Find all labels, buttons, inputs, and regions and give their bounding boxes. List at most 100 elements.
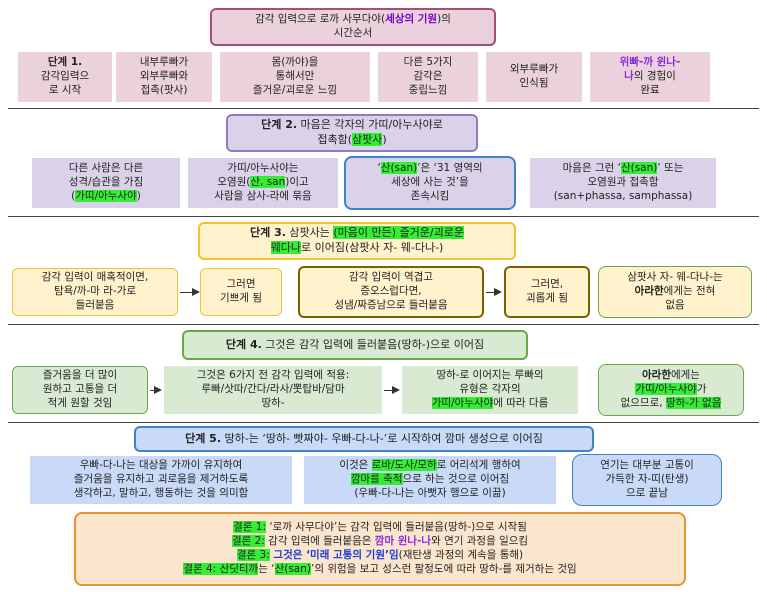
row5-pre-2: 이것은 bbox=[339, 459, 372, 472]
row4-hl-4: 가띠/아누사야 bbox=[635, 383, 697, 396]
row5-text-1: 우빠-다-나는 대상을 가까이 유지하여 즐거움을 유지하고 괴로움을 제거하도… bbox=[73, 459, 249, 499]
step3-post: 로 이어짐(삼팟사 자- 웨-다나-) bbox=[301, 241, 444, 254]
conclusion-2-accent: 깜마 윈나-나 bbox=[374, 535, 432, 548]
step4-label: 단계 4. bbox=[225, 337, 262, 351]
row4-box-2: 그것은 6가지 전 감각 입력에 적용: 루빠/삿따/간다/라사/뽓탑바/담마 … bbox=[164, 366, 382, 414]
step2-label: 단계 2. bbox=[261, 118, 298, 132]
conclusion-2-label: 결론 2: bbox=[231, 535, 265, 548]
title-post: )의 bbox=[437, 13, 451, 26]
stage1-text: 감각입력으 로 시작 bbox=[40, 70, 90, 96]
conclusion-4-hl: 산딧티까 bbox=[216, 562, 259, 575]
step5-header: 단계 5. 땅하-는 ‘땅하- 빳짜야- 우빠-다-나-’로 시작하여 깜마 생… bbox=[134, 426, 594, 452]
row5-box-1: 우빠-다-나는 대상을 가까이 유지하여 즐거움을 유지하고 괴로움을 제거하도… bbox=[30, 456, 292, 504]
row1-box-6: 위빠-까 윈나- 나의 경험이 완료 bbox=[590, 52, 710, 102]
row1-box-2: 내부루빠가 외부루빠와 접촉(팟사) bbox=[116, 52, 212, 102]
row1-accent-6: 위빠-까 윈나- 나 bbox=[619, 56, 681, 83]
row2-box-2: 가띠/아누사야는 오염원(산, san)이고 사람을 삼사-라에 묶음 bbox=[188, 158, 338, 208]
row3-box-1: 감각 입력이 매혹적이면, 탐욕/까-마 라-가로 들러붙음 bbox=[12, 268, 178, 316]
title-line2: 시간순서 bbox=[333, 27, 373, 39]
conclusion-4-text: 는 ‘ bbox=[258, 562, 275, 575]
step2-post: ) bbox=[382, 133, 387, 146]
row5-box-2: 이것은 로바/도사/모하로 어리석게 행하여 깜마를 축적으로 하는 것으로 이… bbox=[304, 456, 556, 504]
conclusion-1: 결론 1: ‘로까 사무다야’는 감각 입력에 들러붙음(땅하-)으로 시작됨 bbox=[233, 521, 527, 535]
conclusions-box: 결론 1: ‘로까 사무다야’는 감각 입력에 들러붙음(땅하-)으로 시작됨 … bbox=[74, 512, 686, 586]
conclusion-2: 결론 2: 감각 입력에 들러붙음은 깜마 윈나-나와 연기 과정을 일으킴 bbox=[231, 535, 529, 549]
row4-post-3: 에 따라 다름 bbox=[493, 396, 549, 409]
row5-text-3: 연기는 대부분 고통이 가득한 자-띠(탄생) 으로 끝남 bbox=[600, 459, 694, 499]
title-accent: 세상의 기원 bbox=[385, 13, 438, 26]
row5-hl-2: 로바/도사/모하 bbox=[371, 459, 437, 472]
step2-highlight: 삼팟사 bbox=[351, 133, 383, 146]
row1-text-2: 내부루빠가 외부루빠와 접촉(팟사) bbox=[139, 56, 189, 96]
conclusion-4-post: ’의 위험을 보고 성스런 팔정도에 따라 땅하-를 제거하는 것임 bbox=[310, 562, 577, 575]
row3-box-3: 감각 입력이 역겹고 증오스럽다면, 성냄/짜증남으로 들러붙음 bbox=[298, 266, 484, 318]
row4-post-4: 가 없으므로, bbox=[620, 383, 707, 409]
row1-box-3: 몸(까야)을 통해서만 즐거운/괴로운 느낌 bbox=[220, 52, 370, 102]
row3-box-2: 그러면 기쁘게 됨 bbox=[200, 268, 282, 316]
row4-text-3: 땅하-로 이어지는 루빠의 유형은 각자의 bbox=[436, 369, 544, 396]
row2-post-1: ) bbox=[136, 189, 141, 202]
row5-text-2: 으로 하는 것으로 이어짐 (우빠-다-나는 아뻣자 행으로 이끎) bbox=[354, 473, 510, 499]
row5-mid-2: 로 어리석게 행하여 bbox=[436, 459, 521, 472]
conclusion-3-label: 결론 3: bbox=[236, 549, 270, 561]
row2-pre-4: 마음은 그런 ‘ bbox=[562, 162, 621, 175]
row1-box-4: 다른 5가지 감각은 중립느낌 bbox=[378, 52, 478, 102]
row5-box-3: 연기는 대부분 고통이 가득한 자-띠(탄생) 으로 끝남 bbox=[572, 454, 722, 506]
row2-box-3: ‘산(san)’은 ‘31 영역의 세상에 사는 것’을 존속시킴 bbox=[344, 156, 516, 210]
row1-box-5: 외부루빠가 인식됨 bbox=[486, 52, 582, 102]
row1-text-6: 의 경험이 완료 bbox=[633, 70, 676, 96]
row3-box-4: 그러면, 괴롭게 됨 bbox=[504, 266, 590, 318]
conclusion-3: 결론 3: 그것은 ‘미래 고통의 기원’임(재탄생 과정의 계속을 통해) bbox=[236, 549, 524, 563]
step2-header: 단계 2. 마음은 각자의 가띠/아누사야로 접촉함(삼팟사) bbox=[226, 114, 478, 152]
step4-header: 단계 4. 그것은 감각 입력에 들러붙음(땅하-)으로 이어짐 bbox=[182, 330, 528, 360]
conclusion-2-post: 와 연기 과정을 일으킴 bbox=[431, 535, 529, 548]
row2-box-1: 다른 사람은 다른 성격/습관을 가짐 (가띠/아누사야) bbox=[32, 158, 180, 208]
row2-text-3: ’은 ‘31 영역의 세상에 사는 것’을 존속시킴 bbox=[391, 162, 483, 202]
row4-text-4: 에게는 bbox=[670, 369, 700, 382]
conclusion-1-text: ‘로까 사무다야’는 감각 입력에 들러붙음(땅하-)으로 시작됨 bbox=[266, 521, 527, 534]
arrow-4a bbox=[150, 386, 162, 394]
stage1-label: 단계 1. bbox=[47, 56, 83, 69]
divider-3 bbox=[8, 324, 759, 325]
row1-text-4: 다른 5가지 감각은 중립느낌 bbox=[403, 56, 453, 96]
row3-text-3: 감각 입력이 역겹고 증오스럽다면, 성냄/짜증남으로 들러붙음 bbox=[334, 271, 448, 311]
row3-text-1: 감각 입력이 매혹적이면, 탐욕/까-마 라-가로 들러붙음 bbox=[41, 271, 149, 311]
step3-label: 단계 3. bbox=[250, 226, 286, 240]
row4-text-1: 즐거움을 더 많이 원하고 고통을 더 적게 원할 것임 bbox=[42, 369, 118, 409]
arrow-3b bbox=[486, 288, 502, 296]
row2-hl-4: 산(san) bbox=[620, 162, 658, 175]
stage1-box: 단계 1. 감각입력으 로 시작 bbox=[18, 52, 112, 102]
row3-pre-5: 삼팟사 자- 웨-다나-는 bbox=[627, 271, 723, 284]
row4-bold-4: 아라한 bbox=[642, 369, 671, 382]
row2-pre-3: ‘ bbox=[377, 162, 381, 175]
step2-text: 마음은 각자의 가띠/아누사야로 접촉함( bbox=[300, 118, 443, 146]
row4-box-4: 아라한에게는 가띠/아누사야가 없으므로, 땅하-가 없음 bbox=[598, 364, 744, 416]
row3-text-2: 그러면 기쁘게 됨 bbox=[220, 278, 262, 304]
step4-text: 그것은 감각 입력에 들러붙음(땅하-)으로 이어짐 bbox=[261, 337, 485, 351]
row3-text-5: 에게는 전혀 없음 bbox=[663, 285, 716, 311]
conclusion-3-post: (재탄생 과정의 계속을 통해) bbox=[398, 549, 524, 561]
row4-hl2-4: 땅하-가 없음 bbox=[665, 396, 722, 409]
step3-header: 단계 3. 삼팟사는 (마음이 만든) 즐거운/괴로운 웨다나로 이어짐(삼팟사… bbox=[198, 222, 516, 260]
step5-label: 단계 5. bbox=[185, 431, 221, 445]
row2-post-2: )이고 사람을 삼사-라에 묶음 bbox=[214, 176, 312, 202]
row2-hl-2: 산, san bbox=[250, 176, 286, 189]
divider-4 bbox=[8, 422, 759, 423]
row1-text-5: 외부루빠가 인식됨 bbox=[509, 63, 559, 89]
row2-text-2: 가띠/아누사야는 오염원( bbox=[217, 162, 299, 189]
row2-text-4: ’ 또는 오염원과 접촉함 (san+phassa, samphassa) bbox=[553, 162, 693, 202]
diagram-title: 감각 입력으로 로까 사무다야(세상의 기원)의 시간순서 bbox=[210, 8, 496, 46]
row4-text-2: 그것은 6가지 전 감각 입력에 적용: 루빠/삿따/간다/라사/뽓탑바/담마 … bbox=[196, 369, 350, 409]
row2-hl-3: 산(san) bbox=[380, 162, 418, 175]
row4-box-3: 땅하-로 이어지는 루빠의 유형은 각자의 가띠/아누사야에 따라 다름 bbox=[402, 366, 578, 414]
conclusion-2-text: 감각 입력에 들러붙음은 bbox=[264, 535, 375, 548]
row5-hl2-2: 깜마를 축적 bbox=[350, 473, 403, 486]
divider-1 bbox=[8, 108, 759, 109]
step3-pre: 삼팟사는 bbox=[285, 226, 334, 240]
row2-text-1: 다른 사람은 다른 성격/습관을 가짐 ( bbox=[68, 162, 144, 202]
arrow-4b bbox=[384, 386, 400, 394]
divider-2 bbox=[8, 216, 759, 217]
row3-box-5: 삼팟사 자- 웨-다나-는 아라한에게는 전혀 없음 bbox=[598, 266, 752, 318]
conclusion-4: 결론 4: 산딧티까는 ‘산(san)’의 위험을 보고 성스런 팔정도에 따라… bbox=[183, 562, 577, 577]
conclusion-1-label: 결론 1: bbox=[233, 521, 266, 534]
